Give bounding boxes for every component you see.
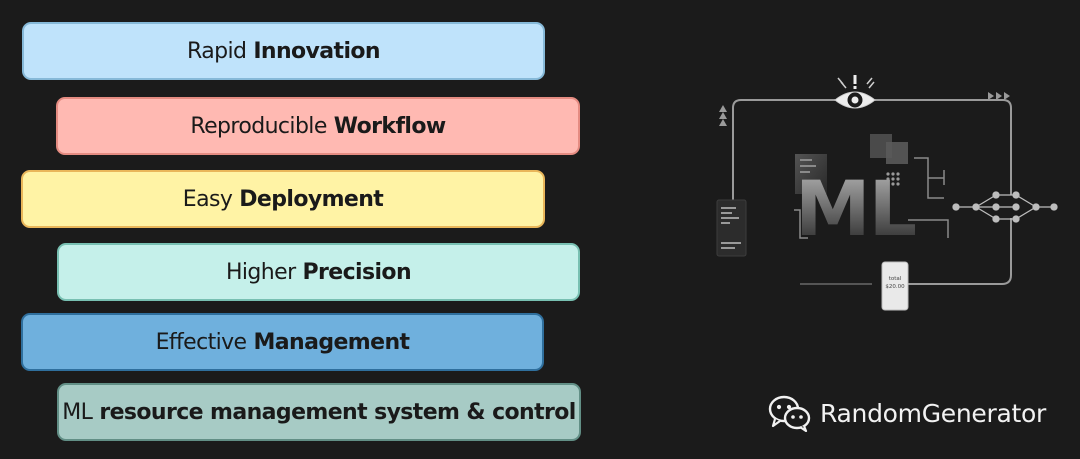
bar-bold-text: Workflow [333,113,446,139]
bar-light-text: Reproducible [190,113,327,139]
bar-bold-text: Precision [302,259,412,285]
watermark-text: RandomGenerator [820,398,1046,428]
ml-letters: ML [795,164,916,253]
bar-light-text: ML [62,399,93,425]
receipt-label: total [889,276,902,282]
receipt-amount: $20.00 [885,284,905,290]
bar-light-text: Higher [225,259,296,285]
bar-light-text: Effective [155,329,248,355]
ml-pipeline-illustration: ML [700,70,1060,320]
ml-eye-pipeline-icon: ML [716,75,1058,311]
bar-light-text: Easy [182,186,233,212]
bar-bold-text: resource management system & control [99,399,576,425]
bar-bold-text: Innovation [253,38,380,64]
wechat-icon [768,395,811,432]
bar-light-text: Rapid [187,38,247,64]
bar-bold-text: Management [253,329,410,355]
bar-bold-text: Deployment [239,186,384,212]
watermark: RandomGenerator [768,393,1046,433]
